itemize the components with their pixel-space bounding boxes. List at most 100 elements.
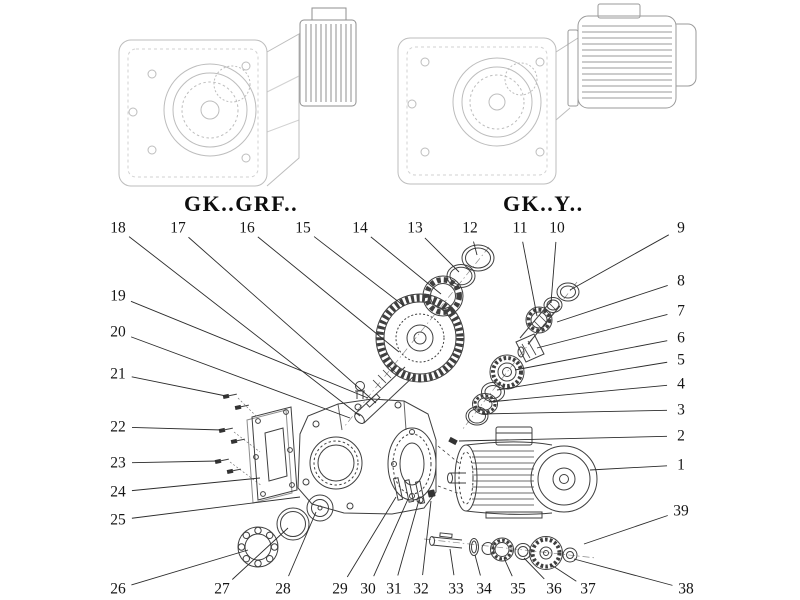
callout-33: 33: [448, 580, 464, 598]
part-shims: [392, 477, 436, 505]
leader-line-9: [569, 234, 669, 291]
assembled-unit-gk-y: [397, 3, 697, 185]
callout-15: 15: [295, 219, 311, 237]
callout-27: 27: [214, 580, 230, 598]
part-flange-plate: [246, 406, 298, 504]
part-main-gear: [375, 293, 465, 383]
leader-line-5: [496, 361, 668, 391]
leader-line-3: [480, 409, 668, 415]
leader-line-14: [370, 236, 442, 295]
leader-line-16: [257, 236, 400, 353]
callout-35: 35: [510, 580, 526, 598]
exploded-assembly: [214, 244, 598, 570]
part-input-rings: [543, 282, 580, 313]
callout-22: 22: [110, 418, 126, 436]
leader-line-1: [589, 465, 668, 471]
leader-line-8: [556, 284, 668, 323]
leader-line-32: [422, 500, 432, 576]
leader-lines-layer: [128, 234, 673, 586]
callout-4: 4: [677, 375, 685, 393]
callout-13: 13: [407, 219, 423, 237]
callout-38: 38: [678, 580, 694, 598]
leader-line-33: [449, 548, 455, 576]
leader-line-30: [373, 498, 409, 577]
leader-line-20: [130, 336, 351, 419]
callout-34: 34: [476, 580, 492, 598]
callout-24: 24: [110, 483, 126, 501]
leader-line-12: [473, 241, 478, 256]
leader-line-6: [514, 340, 668, 371]
callout-11: 11: [512, 219, 528, 237]
leader-line-4: [488, 384, 668, 403]
leader-line-34: [474, 554, 481, 576]
leader-line-27: [231, 527, 289, 580]
leader-line-13: [424, 237, 460, 273]
callout-23: 23: [110, 454, 126, 472]
part-lower-ring: [276, 507, 310, 541]
leader-line-37: [549, 563, 577, 582]
callout-37: 37: [580, 580, 596, 598]
leader-line-23: [131, 460, 219, 464]
leader-line-17: [188, 236, 377, 404]
callout-2: 2: [677, 427, 685, 445]
leader-line-11: [522, 241, 538, 317]
callout-19: 19: [110, 287, 126, 305]
leader-line-36: [523, 557, 545, 580]
callout-28: 28: [275, 580, 291, 598]
callout-29: 29: [332, 580, 348, 598]
callout-3: 3: [677, 401, 685, 419]
part-lower-cover: [306, 494, 334, 522]
leader-line-35: [503, 557, 513, 577]
input-fin-cover: [299, 7, 357, 107]
leader-line-38: [573, 558, 673, 586]
callout-12: 12: [462, 219, 478, 237]
callout-25: 25: [110, 511, 126, 529]
callout-36: 36: [546, 580, 562, 598]
part-vent-plug: [448, 436, 458, 446]
callout-32: 32: [413, 580, 429, 598]
callout-10: 10: [549, 219, 565, 237]
leader-line-21: [131, 376, 227, 397]
leader-line-26: [131, 549, 249, 586]
part-main-bearing: [422, 275, 464, 317]
callout-30: 30: [360, 580, 376, 598]
leader-line-22: [131, 426, 223, 431]
callout-18: 18: [110, 219, 126, 237]
leader-line-31: [397, 499, 420, 576]
part-bolts: [214, 393, 263, 487]
callout-6: 6: [677, 329, 685, 347]
callout-14: 14: [352, 219, 368, 237]
leader-line-25: [131, 496, 301, 519]
callout-1: 1: [677, 456, 685, 474]
part-motor: [447, 426, 598, 519]
part-retaining-rings: [446, 244, 495, 288]
assembly-guides: [437, 445, 461, 495]
leader-line-10: [550, 241, 557, 304]
leader-line-28: [288, 511, 317, 577]
leader-line-15: [313, 236, 405, 307]
callout-17: 17: [170, 219, 186, 237]
leader-line-24: [131, 477, 261, 492]
callout-16: 16: [239, 219, 255, 237]
part-washers-bearing: [465, 382, 505, 426]
leader-line-7: [536, 314, 668, 349]
leader-line-39: [583, 515, 668, 545]
leader-line-18: [128, 236, 361, 417]
callout-26: 26: [110, 580, 126, 598]
leader-line-19: [130, 300, 369, 399]
part-input-gear: [489, 354, 525, 390]
part-housing: [297, 381, 437, 515]
callout-20: 20: [110, 323, 126, 341]
callout-7: 7: [677, 302, 685, 320]
callout-39: 39: [673, 502, 689, 520]
leader-line-29: [346, 496, 397, 578]
part-lower-bearing: [237, 526, 279, 568]
part-input-shaft-pinion: [515, 299, 561, 363]
assembled-unit-gk-grf: [118, 7, 357, 187]
leader-line-2: [458, 435, 668, 442]
callout-8: 8: [677, 272, 685, 290]
part-output-shaft-kit: [429, 532, 578, 570]
callout-9: 9: [677, 219, 685, 237]
